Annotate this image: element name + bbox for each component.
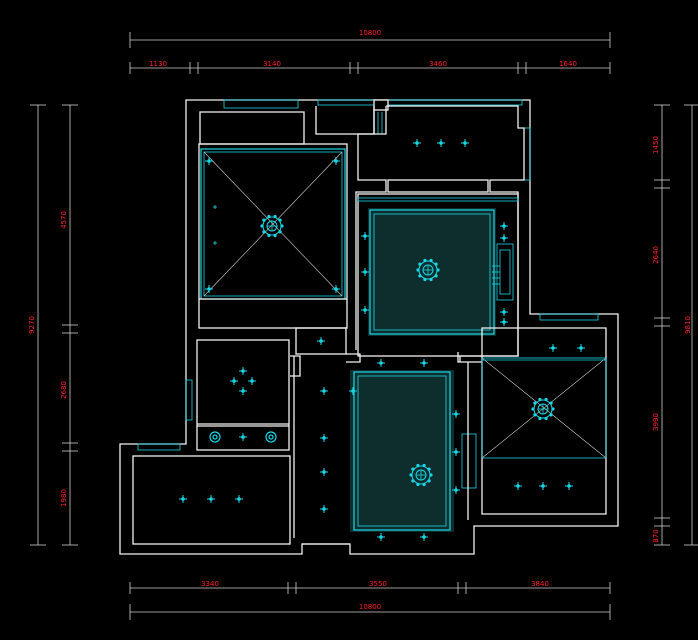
room-top-middle <box>315 106 383 135</box>
spotlight-icon <box>205 157 213 165</box>
spotlight-icon <box>577 344 585 352</box>
spotlight-icon <box>361 268 369 276</box>
spotlight-icon <box>420 359 428 367</box>
spotlight-icon <box>207 495 215 503</box>
dim-bottom-seg-3: 3840 <box>531 580 549 588</box>
dim-right-seg-3: 3990 <box>652 413 660 431</box>
small-light-icon <box>213 205 217 209</box>
spotlight-icon <box>514 482 522 490</box>
light-fixtures <box>179 139 585 541</box>
spotlight-icon <box>461 139 469 147</box>
spotlight-icon <box>320 505 328 513</box>
spotlight-icon <box>320 387 328 395</box>
spotlight-icon <box>377 359 385 367</box>
spotlight-icon <box>361 306 369 314</box>
spotlight-icon <box>413 139 421 147</box>
spotlight-icon <box>239 387 247 395</box>
dim-right-seg-1: 1450 <box>652 136 660 154</box>
spotlight-icon <box>500 222 508 230</box>
room-bedroom-right <box>467 327 607 520</box>
spotlight-icon <box>452 410 460 418</box>
spotlight-icon <box>500 234 508 242</box>
dimension-right: 1450 2640 3990 870 9810 <box>652 104 698 546</box>
corridor <box>290 327 482 538</box>
spotlight-icon <box>420 533 428 541</box>
spotlight-icon <box>179 495 187 503</box>
dim-top-seg-1: 1130 <box>149 60 167 68</box>
spotlight-icon <box>377 533 385 541</box>
spotlight-icon <box>361 232 369 240</box>
chandelier-icon <box>531 397 555 421</box>
dim-top-total: 10800 <box>359 29 381 37</box>
spotlight-icon <box>248 377 256 385</box>
room-bathroom-left <box>196 339 290 451</box>
dimension-top: 10800 1130 3140 3460 1640 <box>129 29 611 74</box>
dim-right-seg-4: 870 <box>652 529 660 542</box>
dim-top-seg-2: 3140 <box>263 60 281 68</box>
dim-left-seg-2: 2680 <box>60 381 68 399</box>
window-left <box>185 379 193 421</box>
spotlight-icon <box>317 337 325 345</box>
dim-bottom-total: 10800 <box>359 603 381 611</box>
window-right-upper <box>523 127 531 181</box>
window-right-lower <box>539 313 599 321</box>
small-light-icon <box>213 241 217 245</box>
dim-right-seg-2: 2640 <box>652 246 660 264</box>
spotlight-icon <box>349 387 357 395</box>
window-top-right <box>317 99 523 106</box>
dim-left-seg-1: 4570 <box>60 211 68 229</box>
dim-left-total: 9270 <box>28 316 36 334</box>
spotlight-icon <box>239 367 247 375</box>
spotlight-icon <box>437 139 445 147</box>
spotlight-icon <box>239 433 247 441</box>
dim-top-seg-4: 1640 <box>559 60 577 68</box>
dim-top-seg-3: 3460 <box>429 60 447 68</box>
chandelier-icon <box>260 214 284 238</box>
window-top-left <box>223 99 299 109</box>
spotlight-icon <box>332 285 340 293</box>
spotlight-icon <box>235 495 243 503</box>
spotlight-icon <box>539 482 547 490</box>
spotlight-icon <box>500 308 508 316</box>
room-living-upper <box>357 193 519 357</box>
chandelier-icon <box>416 258 440 282</box>
dimension-bottom: 3340 3550 3840 10800 <box>129 580 611 620</box>
dim-bottom-seg-1: 3340 <box>201 580 219 588</box>
spotlight-icon <box>549 344 557 352</box>
chandelier-icon <box>409 463 433 487</box>
spotlight-icon <box>320 468 328 476</box>
room-bedroom-top-left <box>198 111 348 329</box>
spotlight-icon <box>565 482 573 490</box>
spotlight-icon <box>500 318 508 326</box>
spotlight-icon <box>205 285 213 293</box>
window-bottom-left <box>137 443 181 451</box>
room-bottom-left <box>132 455 291 545</box>
dimension-left: 9270 4570 2680 1980 <box>28 104 78 546</box>
spotlight-icon <box>320 434 328 442</box>
room-dining-lower <box>302 370 477 545</box>
spotlight-icon <box>332 157 340 165</box>
dim-left-seg-3: 1980 <box>60 489 68 507</box>
dim-right-total: 9810 <box>684 316 692 334</box>
spotlight-icon <box>452 486 460 494</box>
outer-walls <box>119 99 619 555</box>
spotlight-icon <box>230 377 238 385</box>
spotlight-icon <box>452 448 460 456</box>
dim-bottom-seg-2: 3550 <box>369 580 387 588</box>
